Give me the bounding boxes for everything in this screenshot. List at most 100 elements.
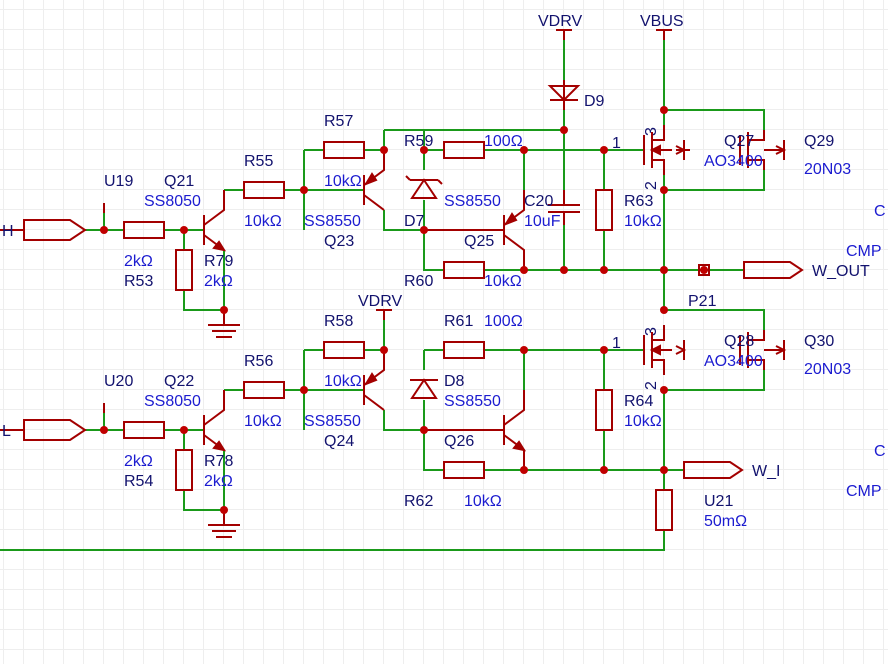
r58-body — [323, 341, 365, 359]
r54-value: 2kΩ — [124, 453, 153, 470]
net-w-out: W_OUT — [812, 263, 870, 280]
u21-ref: U21 — [704, 493, 733, 510]
r57-value: 10kΩ — [324, 173, 362, 190]
net-vdrv-top: VDRV — [538, 13, 582, 30]
r79-value: 2kΩ — [204, 273, 233, 290]
q27-pin-source: 2 — [643, 181, 660, 190]
q28-mosfet — [643, 325, 687, 375]
r79-body — [175, 249, 193, 291]
r78-ref: R78 — [204, 453, 233, 470]
w-out-flag — [743, 261, 804, 279]
c20-capacitor — [548, 190, 580, 225]
u20-ref: U20 — [104, 373, 133, 390]
r55-ref: R55 — [244, 153, 273, 170]
q27-pin-gate: 1 — [612, 135, 621, 152]
r53-ref: R53 — [124, 273, 153, 290]
r56-value: 10kΩ — [244, 413, 282, 430]
q24-transistor — [363, 350, 385, 411]
d8-diode — [410, 378, 438, 399]
q30-mosfet — [739, 330, 787, 370]
r64-ref: R64 — [624, 393, 653, 410]
edge-label-cmp1: CMP — [846, 243, 882, 260]
r61-ref: R61 — [444, 313, 473, 330]
q26-ref: Q26 — [444, 433, 474, 450]
r56-body — [243, 381, 285, 399]
q25-transistor — [424, 190, 525, 270]
q28-ref: Q28 — [724, 333, 754, 350]
r78-value: 2kΩ — [204, 473, 233, 490]
d7-ref: D7 — [404, 213, 425, 230]
q28-pin-drain: 3 — [643, 327, 660, 336]
q25-value: SS8550 — [444, 193, 501, 210]
net-vdrv-mid: VDRV — [358, 293, 402, 310]
r62-ref: R62 — [404, 493, 433, 510]
r62-value: 10kΩ — [464, 493, 502, 510]
r61-value: 100Ω — [484, 313, 523, 330]
q21-transistor — [203, 190, 227, 252]
q28-value: AO3400 — [704, 353, 763, 370]
ground-symbol-2 — [208, 510, 240, 538]
q30-value: 20N03 — [804, 361, 851, 378]
w-i-flag — [683, 461, 744, 479]
r62-body — [443, 461, 485, 479]
labels: VDRV VBUS VDRV W_OUT W_I H L C CMP C CMP… — [2, 13, 886, 530]
q27-mosfet — [643, 125, 690, 175]
d9-diode — [547, 80, 581, 110]
q28-pin-source: 2 — [643, 381, 660, 390]
r54-ref: R54 — [124, 473, 153, 490]
edge-label-cmp2: CMP — [846, 483, 882, 500]
r59-ref: R59 — [404, 133, 433, 150]
r58-ref: R58 — [324, 313, 353, 330]
d7-diode — [405, 175, 443, 199]
r55-body — [243, 181, 285, 199]
r64-body — [595, 389, 613, 431]
q23-ref: Q23 — [324, 233, 354, 250]
q23-transistor — [363, 150, 385, 211]
net-vbus: VBUS — [640, 13, 684, 30]
part-bodies — [0, 29, 804, 538]
d8-ref: D8 — [444, 373, 465, 390]
ground-symbol-1 — [208, 310, 240, 338]
net-in-high: H — [2, 223, 14, 240]
d9-ref: D9 — [584, 93, 605, 110]
r60-ref: R60 — [404, 273, 433, 290]
q28-pin-gate: 1 — [612, 335, 621, 352]
q25-ref: Q25 — [464, 233, 494, 250]
r59-value: 100Ω — [484, 133, 523, 150]
p21-ref: P21 — [688, 293, 717, 310]
r53-value: 2kΩ — [124, 253, 153, 270]
r79-ref: R79 — [204, 253, 233, 270]
q29-ref: Q29 — [804, 133, 834, 150]
r63-ref: R63 — [624, 193, 653, 210]
r59-body — [443, 141, 485, 159]
q29-mosfet — [739, 130, 787, 170]
wires — [0, 30, 765, 551]
q27-value: AO3400 — [704, 153, 763, 170]
r60-value: 10kΩ — [484, 273, 522, 290]
input-connector-h — [23, 219, 87, 241]
c20-value: 10uF — [524, 213, 561, 230]
q26-value: SS8550 — [444, 393, 501, 410]
r57-body — [323, 141, 365, 159]
u21-body — [655, 489, 673, 531]
r63-value: 10kΩ — [624, 213, 662, 230]
q22-value: SS8050 — [144, 393, 201, 410]
r63-body — [595, 189, 613, 231]
r53-body — [123, 221, 165, 239]
u21-value: 50mΩ — [704, 513, 747, 530]
p21-marker — [698, 264, 710, 276]
q22-ref: Q22 — [164, 373, 194, 390]
r58-value: 10kΩ — [324, 373, 362, 390]
q24-value: SS8550 — [304, 413, 361, 430]
q27-ref: Q27 — [724, 133, 754, 150]
edge-label-c1: C — [874, 203, 886, 220]
q27-pin-drain: 3 — [643, 127, 660, 136]
net-in-low: L — [2, 423, 11, 440]
junctions — [100, 106, 708, 514]
c20-ref: C20 — [524, 193, 553, 210]
q26-transistor — [424, 390, 527, 470]
edge-label-c2: C — [874, 443, 886, 460]
r57-ref: R57 — [324, 113, 353, 130]
r61-body — [443, 341, 485, 359]
